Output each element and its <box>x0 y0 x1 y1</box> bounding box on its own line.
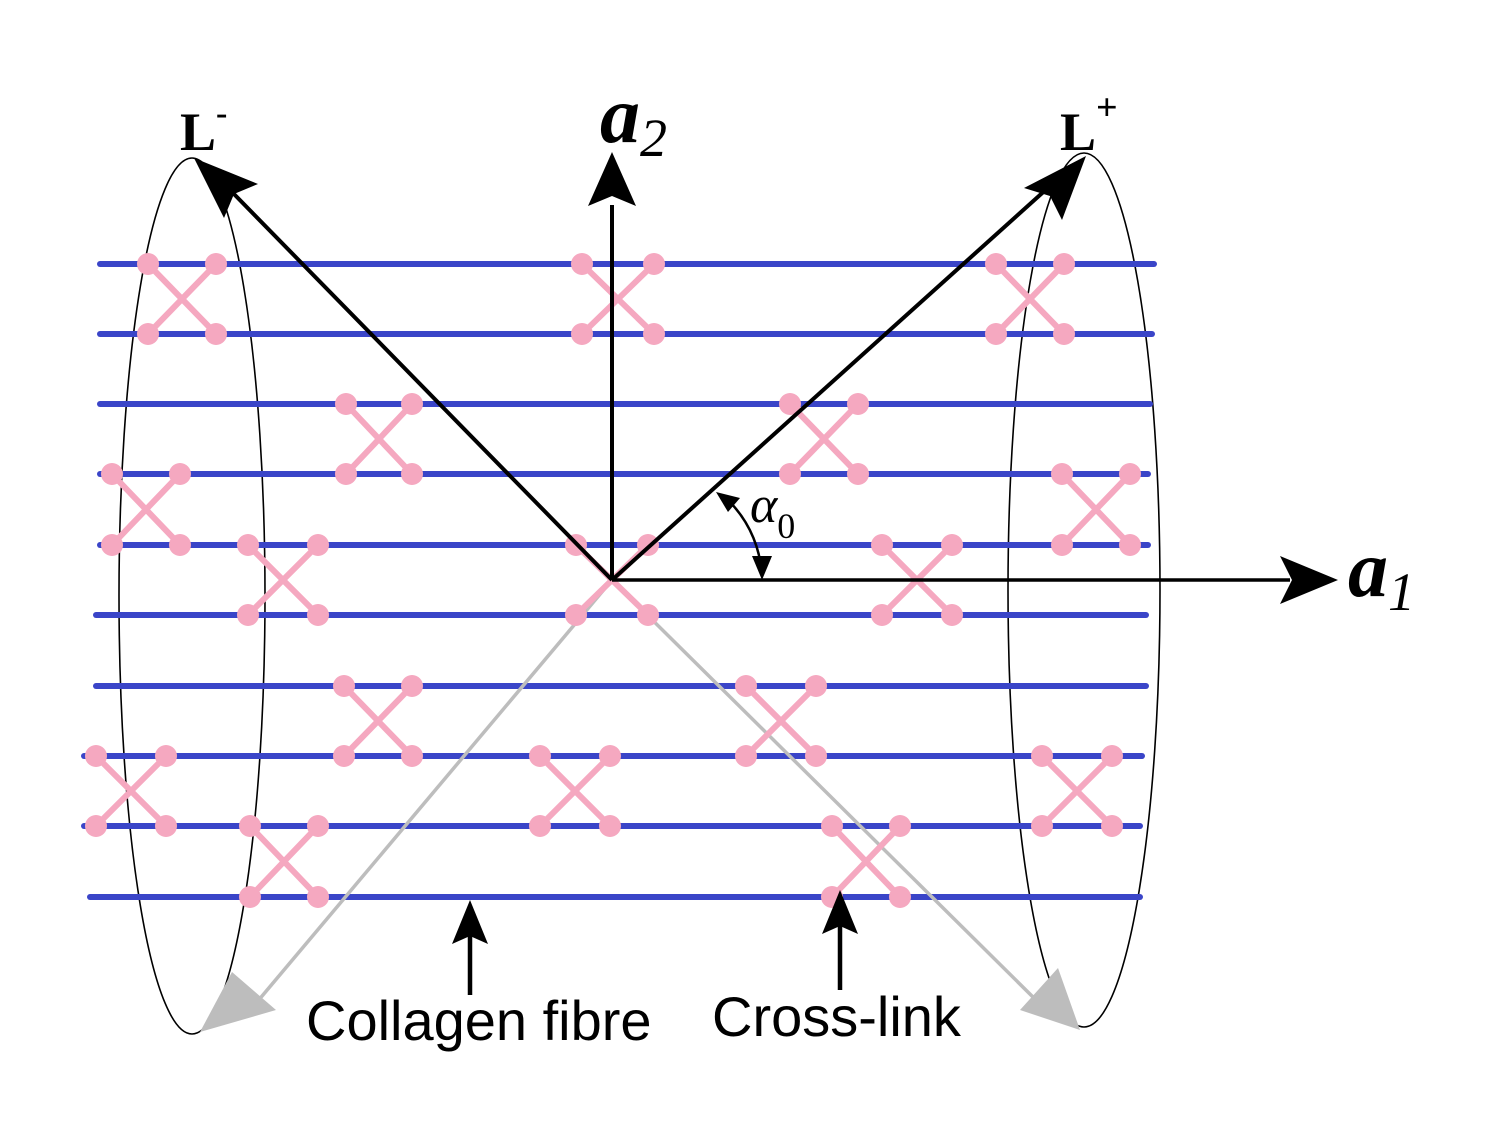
angle-arc-arrow-bottom <box>752 556 772 580</box>
cross-link-6 <box>101 463 191 556</box>
mirror-vector-left <box>250 578 614 1010</box>
cross-link-13 <box>85 745 177 837</box>
mirror-arrowhead-right <box>1020 968 1080 1030</box>
cross-link-5 <box>779 393 869 485</box>
vector-a1-arrowhead <box>1280 556 1338 604</box>
cross-link-8 <box>237 534 329 626</box>
cross-link-16 <box>239 815 329 908</box>
cross-link-4 <box>335 393 423 485</box>
vector-a2-arrowhead <box>588 152 636 206</box>
label-a2: a2 <box>600 72 667 168</box>
mirror-arrowhead-left <box>200 972 276 1032</box>
cross-link-7 <box>1051 463 1141 556</box>
label-collagen-fibre: Collagen fibre <box>306 989 652 1052</box>
label-l-plus: L+ <box>1060 87 1118 162</box>
mirror-vector-right <box>610 578 1042 1006</box>
vector-l-plus <box>610 184 1052 582</box>
vector-l-plus-arrowhead <box>1024 156 1086 220</box>
cylinder-right-ellipse <box>1007 152 1161 1028</box>
cross-link-1 <box>137 253 227 345</box>
angle-arc-arrow-top <box>716 492 740 512</box>
pointer-cross-link-head <box>822 890 858 934</box>
cross-link-11 <box>333 675 423 767</box>
cross-link-2 <box>571 253 665 345</box>
label-l-minus: L- <box>180 95 227 162</box>
cross-link-15 <box>1031 745 1123 837</box>
label-cross-link: Cross-link <box>712 985 962 1048</box>
label-a1: a1 <box>1348 526 1415 622</box>
cross-link-3 <box>985 253 1075 345</box>
cross-link-14 <box>529 745 621 837</box>
cross-link-12 <box>735 675 827 767</box>
pointer-collagen-fibre-head <box>452 900 488 944</box>
label-alpha0: α0 <box>750 477 795 546</box>
vector-l-minus <box>230 190 614 582</box>
vector-l-minus-arrowhead <box>194 158 258 218</box>
